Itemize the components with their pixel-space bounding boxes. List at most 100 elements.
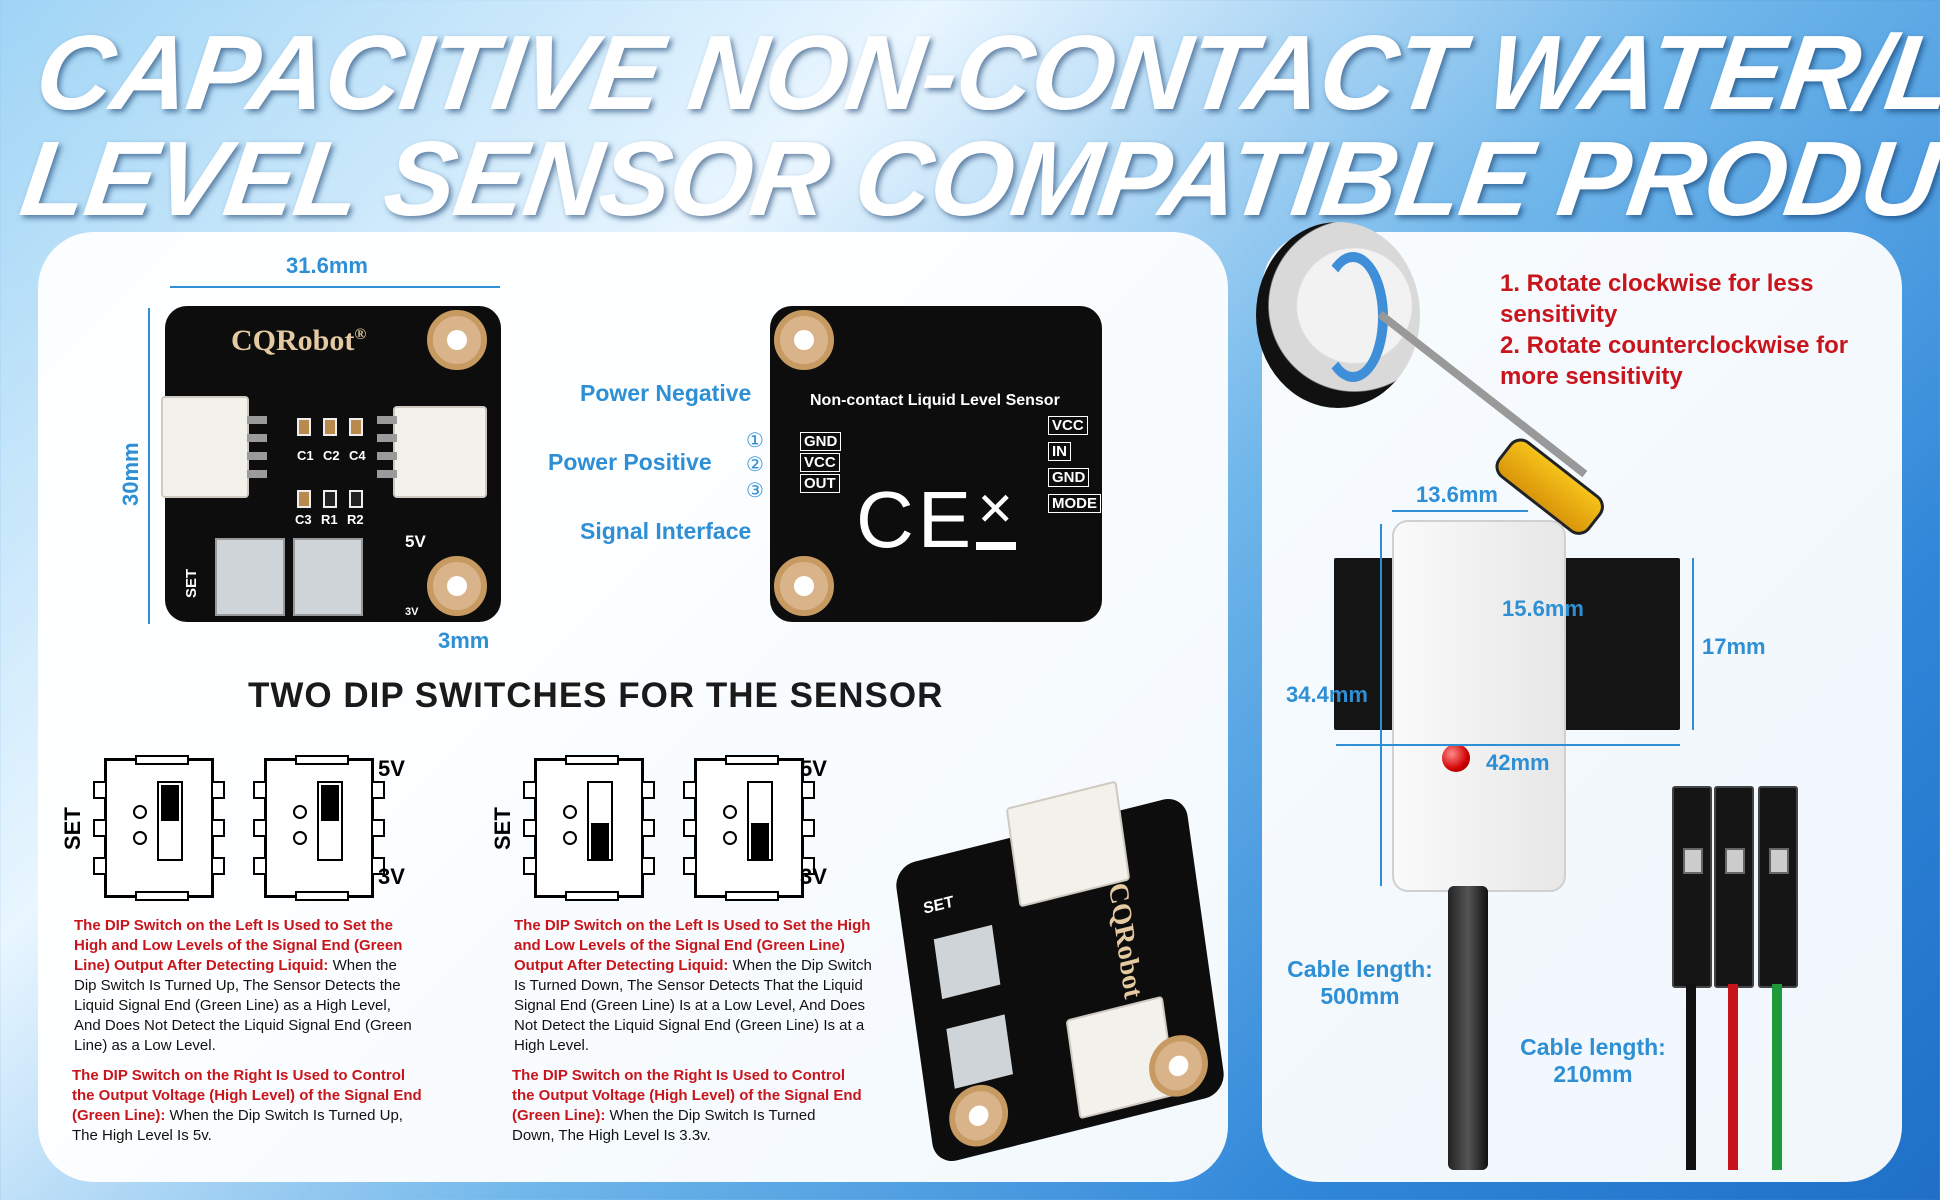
dip-group-right: SET 5V 3V: [490, 750, 870, 910]
angled-dip-1: [933, 924, 1001, 1000]
cap-label-c1: C1: [297, 448, 314, 463]
v5-label: 5V: [405, 532, 426, 551]
wire-green: [1772, 984, 1782, 1170]
dip-desc-red: The DIP Switch on the Left Is Used to Se…: [74, 917, 403, 974]
status-led-icon: [1442, 744, 1470, 772]
back-pin-in: IN: [1048, 442, 1071, 461]
wire-black: [1686, 984, 1696, 1170]
dip-desc-red: The DIP Switch on the Left Is Used to Se…: [514, 917, 871, 974]
set-label: SET: [183, 568, 200, 598]
width-dimension-line: [170, 286, 500, 288]
dip-5v-label: 5V: [378, 756, 405, 781]
page-title: CAPACITIVE NON-CONTACT WATER/LIQUID LEVE…: [14, 14, 1940, 238]
ce-mark: CE: [856, 475, 976, 564]
dupont-plug-red: [1714, 786, 1754, 988]
dip-description-left-1: The DIP Switch on the Left Is Used to Se…: [74, 916, 414, 1056]
sensor-cable-label: Cable length: 500mm: [1276, 956, 1444, 1010]
dip-diagram-1: [93, 755, 225, 901]
dip-desc-red: The DIP Switch on the Right Is Used to C…: [72, 1067, 422, 1124]
dip-heading: TWO DIP SWITCHES FOR THE SENSOR: [248, 676, 944, 715]
dip-description-right-1: The DIP Switch on the Left Is Used to Se…: [514, 916, 880, 1056]
angled-set-label: SET: [922, 893, 955, 918]
back-board-title: Non-contact Liquid Level Sensor: [810, 392, 1060, 409]
resistor-r2: [349, 490, 363, 508]
dip-5v-label: 5V: [800, 756, 827, 781]
dip-switch-right[interactable]: [293, 538, 363, 616]
sensitivity-instruction-2: 2. Rotate counterclockwise for more sens…: [1500, 332, 1849, 390]
width-dimension: 31.6mm: [286, 253, 368, 278]
height-dimension: 30mm: [118, 442, 143, 506]
pin-number-1: ①: [746, 430, 764, 452]
cap-label-c3: C3: [295, 512, 312, 527]
mount-hole-bottom-right: [427, 556, 487, 616]
v3-label: 3V: [405, 606, 419, 618]
capacitor-c4: [349, 418, 363, 436]
dip-description-left-2: The DIP Switch on the Right Is Used to C…: [72, 1066, 422, 1146]
sensor-dim-right: 17mm: [1702, 634, 1766, 659]
angled-hole-1: [945, 1078, 1012, 1153]
back-pin-gnd: GND: [800, 432, 842, 451]
cap-label-c4: C4: [349, 448, 366, 463]
dupont-cable-label: Cable length: 210mm: [1508, 1034, 1678, 1088]
back-pin-vcc-right: VCC: [1048, 416, 1088, 435]
label-power-positive: Power Positive: [548, 449, 712, 475]
pin-number-3: ③: [746, 480, 764, 502]
dip-3v-label: 3V: [800, 864, 827, 889]
registered-mark: ®: [354, 326, 367, 343]
resistor-r1: [323, 490, 337, 508]
capacitor-c3: [297, 490, 311, 508]
sensor-dim-bottom: 42mm: [1486, 750, 1550, 775]
sensor-dim-left-line: [1380, 524, 1382, 886]
connector-right: [393, 406, 487, 498]
dip-description-right-2: The DIP Switch on the Right Is Used to C…: [512, 1066, 862, 1146]
sensor-dim-top-line: [1392, 510, 1528, 512]
weee-bar: [976, 542, 1016, 550]
mount-hole-top-right: [427, 310, 487, 370]
angled-brand: CQRobot: [1102, 879, 1149, 1002]
sensor-dim-right-line: [1692, 558, 1694, 730]
sensor-cable-value: 500mm: [1320, 983, 1400, 1009]
brand-logo: CQRobot®: [231, 324, 366, 358]
back-mount-hole-top: [774, 310, 834, 370]
res-label-r1: R1: [321, 512, 338, 527]
sensor-board-back: Non-contact Liquid Level Sensor GND VCC …: [770, 306, 1102, 622]
back-pin-gnd-right: GND: [1048, 468, 1090, 487]
dip-diagram-3: [523, 755, 655, 901]
angled-dip-2: [946, 1014, 1013, 1089]
sensitivity-instruction-1: 1. Rotate clockwise for less sensitivity: [1500, 270, 1814, 328]
dip-knob-up: [321, 785, 339, 821]
dupont-plug-green: [1758, 786, 1798, 988]
res-label-r2: R2: [347, 512, 364, 527]
pin-row: [247, 416, 267, 486]
capacitor-c1: [297, 418, 311, 436]
back-pin-out: OUT: [800, 474, 840, 493]
dip-desc-text: When the Dip Switch Is Turned Up, The Hi…: [72, 1107, 403, 1144]
back-pin-mode: MODE: [1048, 494, 1101, 513]
dip-switch-left[interactable]: [215, 538, 285, 616]
dip-set-label: SET: [60, 807, 85, 850]
dip-diagram-2: [253, 755, 385, 901]
dip-group-left: SET 5V 3V: [60, 750, 440, 910]
hole-dimension: 3mm: [438, 628, 490, 653]
sensor-board-front: CQRobot® C1 C2 C4 C3 R1 R2 SET 5V 3V: [161, 306, 501, 622]
capacitor-c2: [323, 418, 337, 436]
sensor-dim-left: 34.4mm: [1286, 682, 1368, 707]
label-signal-interface: Signal Interface: [580, 518, 752, 544]
label-power-negative: Power Negative: [580, 380, 752, 406]
back-mount-hole-bottom: [774, 556, 834, 616]
dip-desc-text: When the Dip Switch Is Turned Up, The Se…: [74, 957, 412, 1054]
dip-bar: [135, 891, 189, 901]
dupont-cable-title: Cable length:: [1520, 1034, 1666, 1060]
cap-label-c2: C2: [323, 448, 340, 463]
dip-desc-text: When the Dip Switch Is Turned Down, The …: [512, 1107, 816, 1144]
dip-desc-red: The DIP Switch on the Right Is Used to C…: [512, 1067, 862, 1124]
dupont-cable-value: 210mm: [1553, 1061, 1633, 1087]
wire-red: [1728, 984, 1738, 1170]
dip-bar: [135, 755, 189, 765]
dip-knob-down: [751, 823, 769, 859]
sensor-dim-top: 13.6mm: [1416, 482, 1498, 507]
dip-diagram-4: [683, 755, 815, 901]
dupont-plug-black: [1672, 786, 1712, 988]
connector-left: [161, 396, 249, 498]
back-pin-vcc: VCC: [800, 453, 840, 472]
